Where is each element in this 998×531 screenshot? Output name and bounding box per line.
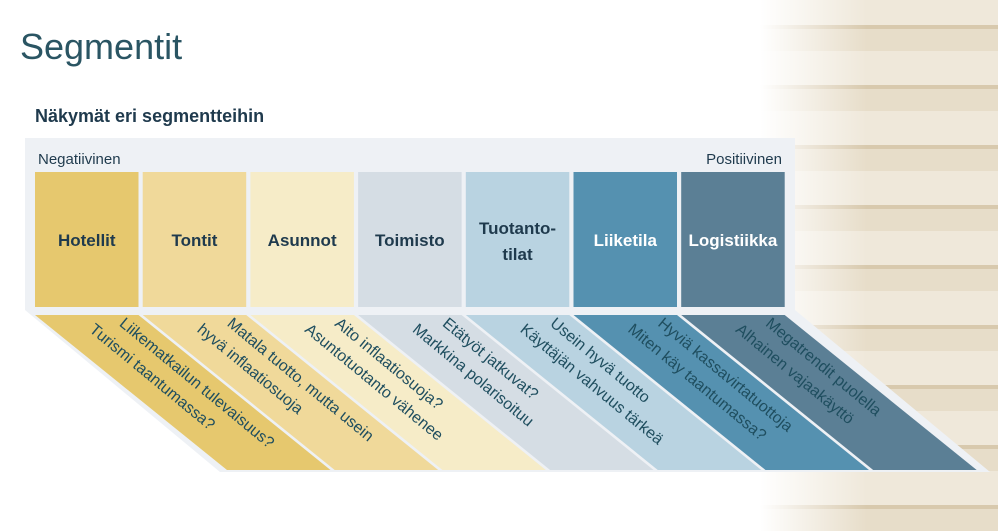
negative-label: Negatiivinen	[38, 151, 121, 168]
segment-band	[35, 315, 331, 470]
positive-label: Positiivinen	[706, 151, 782, 168]
segment-name-2: tilat	[502, 245, 533, 264]
segment-box	[681, 172, 785, 307]
segment-name: Logistiikka	[689, 231, 778, 250]
segment-name: Hotellit	[58, 231, 116, 250]
segment-box	[573, 172, 677, 307]
segment-name: Tuotanto-	[479, 219, 556, 238]
segment-box	[358, 172, 462, 307]
segment-box	[250, 172, 354, 307]
page-title: Segmentit	[20, 26, 183, 67]
segment-band	[573, 315, 869, 470]
segment-band	[465, 315, 762, 470]
segment-box	[465, 172, 570, 307]
segment-box	[142, 172, 247, 307]
segment-box	[35, 172, 139, 307]
segment-name: Toimisto	[375, 231, 445, 250]
subtitle: Näkymät eri segmentteihin	[35, 106, 265, 126]
segment-band	[142, 315, 439, 470]
segment-band	[681, 315, 977, 470]
segment-name: Asunnot	[268, 231, 337, 250]
segment-name: Liiketila	[594, 231, 658, 250]
segment-band	[358, 315, 654, 470]
segment-name: Tontit	[171, 231, 217, 250]
segment-band	[250, 315, 546, 470]
